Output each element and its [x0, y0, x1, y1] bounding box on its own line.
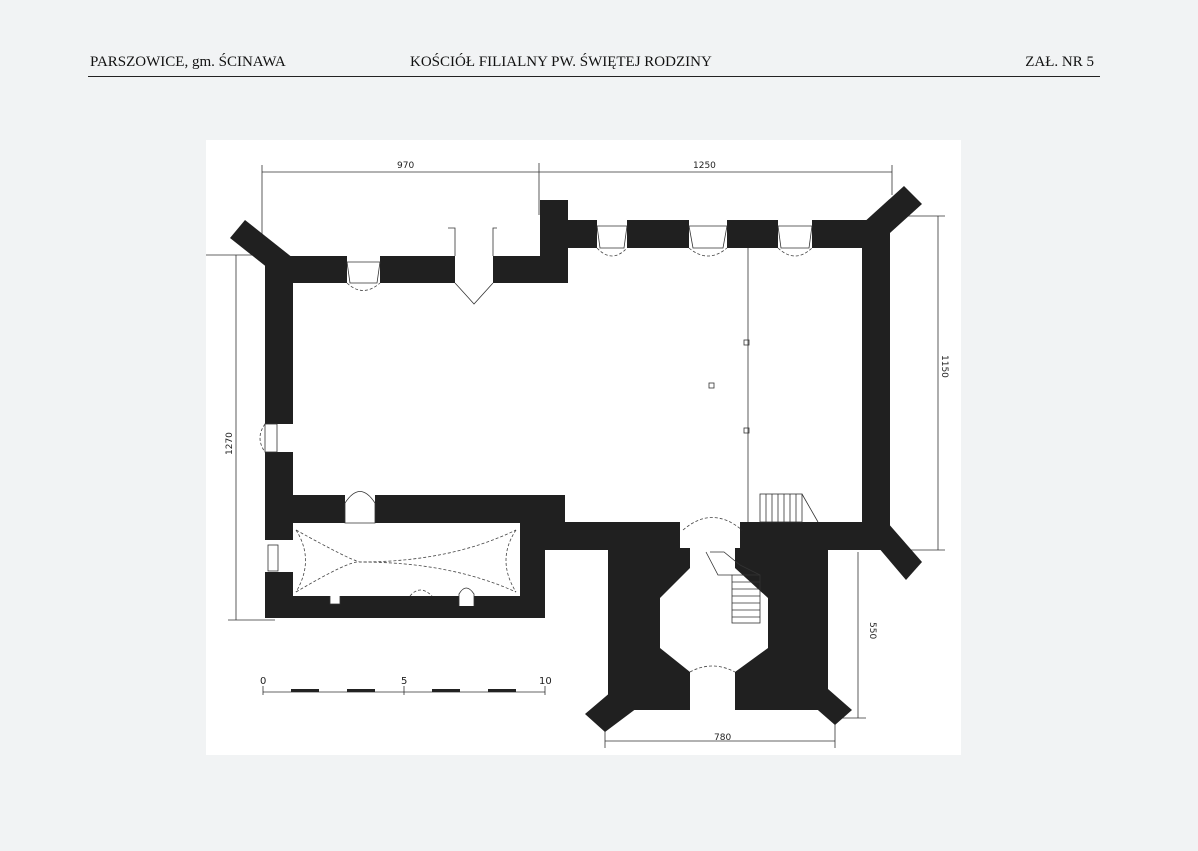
openings [259, 225, 813, 673]
dim-top-right: 1250 [693, 161, 716, 171]
scale-label-zero: 0 [260, 676, 266, 687]
scale-label-five: 5 [401, 676, 407, 687]
scale-bar [262, 686, 546, 695]
dim-top-left: 970 [397, 161, 414, 171]
tower-stairs [705, 551, 761, 624]
church-walls [230, 186, 922, 732]
page-header: PARSZOWICE, gm. ŚCINAWA KOŚCIÓŁ FILIALNY… [88, 52, 1100, 77]
sacristy-vault [295, 529, 517, 606]
nave-stairs [759, 493, 819, 523]
dim-right: 1150 [939, 355, 949, 378]
dim-tower-side: 550 [867, 622, 877, 639]
dim-tower-bottom: 780 [714, 733, 731, 743]
header-attachment-number: ZAŁ. NR 5 [1025, 54, 1094, 70]
dim-left: 1270 [225, 432, 235, 455]
scale-label-ten: 10 [539, 676, 552, 687]
tower-west-mass [608, 548, 690, 710]
dimension-lines [206, 163, 945, 748]
interior-details [705, 248, 819, 624]
header-title: KOŚCIÓŁ FILIALNY PW. ŚWIĘTEJ RODZINY [410, 54, 712, 70]
header-location: PARSZOWICE, gm. ŚCINAWA [90, 54, 286, 70]
tower-east-mass [735, 548, 828, 710]
